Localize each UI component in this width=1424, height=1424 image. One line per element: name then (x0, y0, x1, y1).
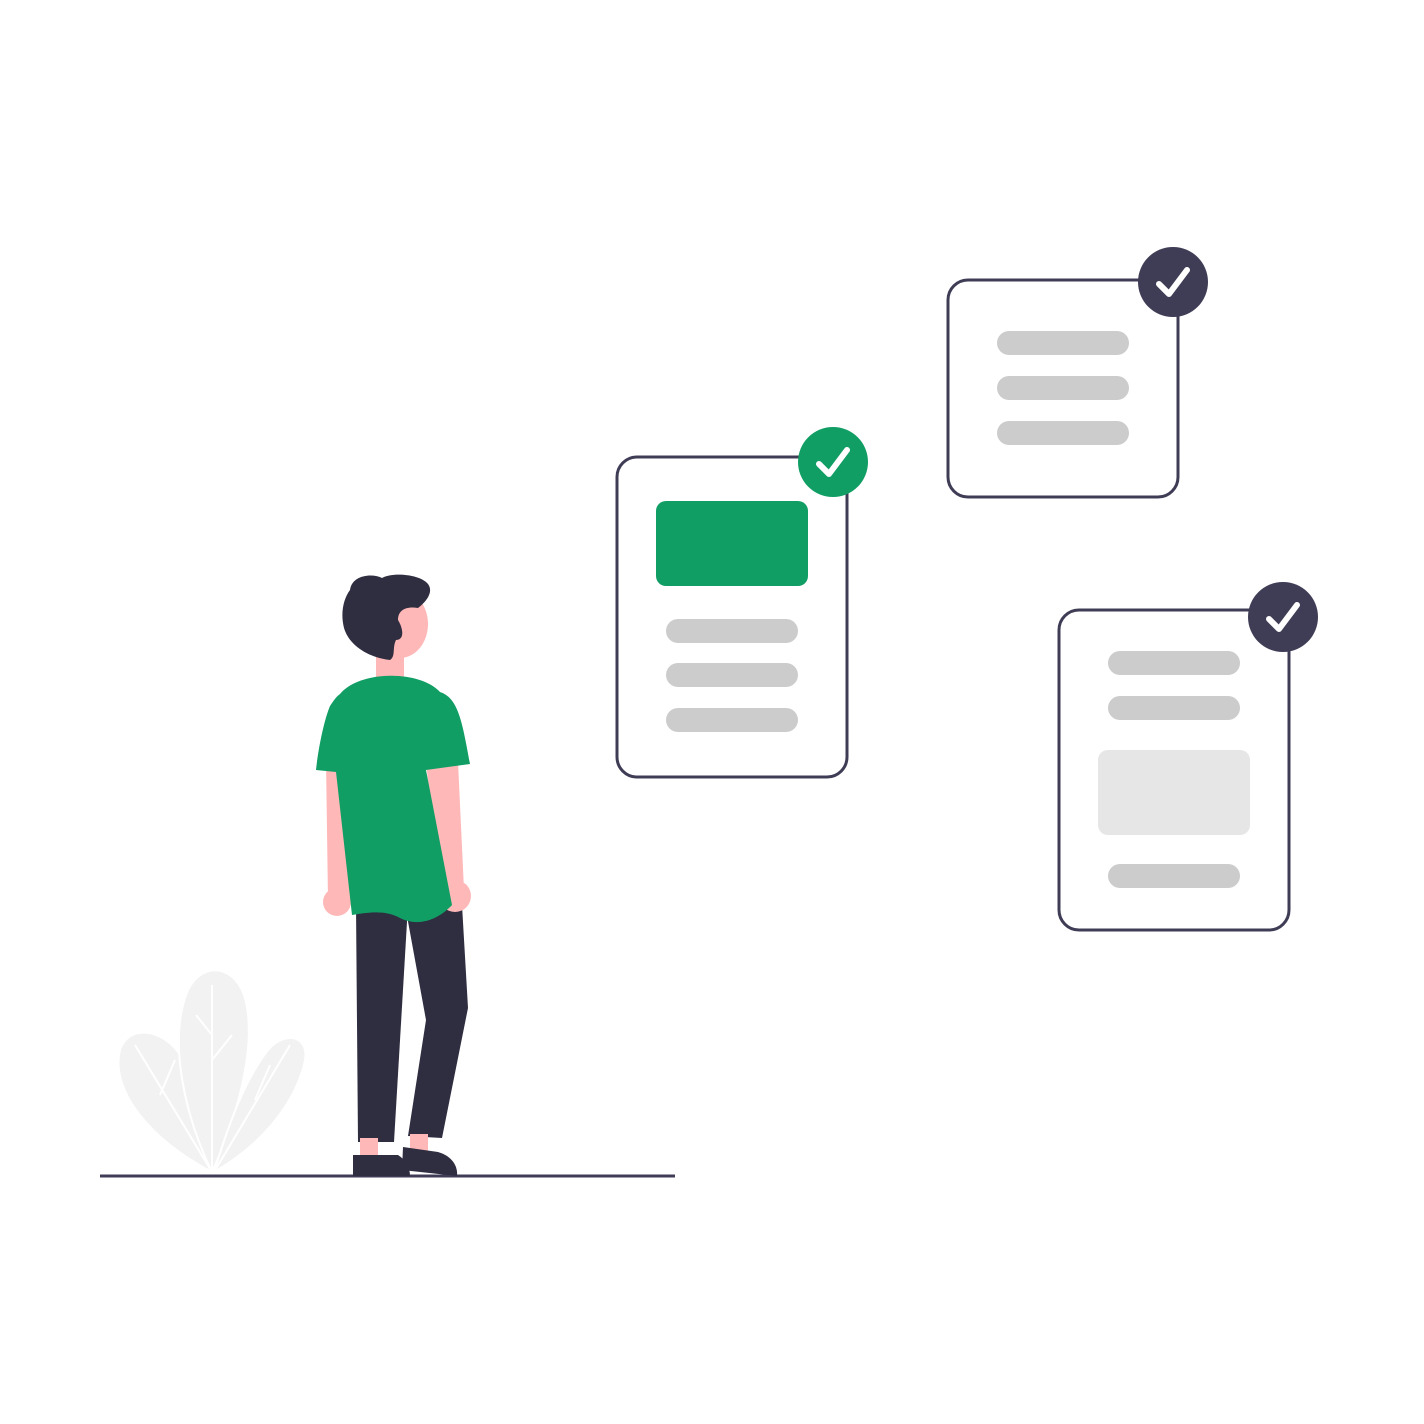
plant-leaf-right (212, 1037, 307, 1175)
check-badge (1248, 582, 1318, 652)
person-figure (316, 574, 471, 1176)
person-leg-right (405, 905, 468, 1138)
check-badge-circle (1248, 582, 1318, 652)
card-text-line (1108, 696, 1240, 720)
card-text-line (997, 331, 1129, 355)
card-image-block (1098, 750, 1250, 835)
person-leg-left (356, 905, 408, 1142)
card-text-line (666, 708, 798, 732)
check-badge-circle (798, 427, 868, 497)
person-hand-left (323, 888, 351, 916)
check-icon (1266, 602, 1300, 632)
card-top-right (946, 247, 1208, 499)
person-ankle-right (410, 1134, 428, 1152)
card-bottom-right (1057, 582, 1318, 932)
person-arm-right (426, 762, 464, 892)
person-shoe-left (353, 1155, 410, 1176)
plant-icon (117, 969, 307, 1175)
person-shoe-right (402, 1147, 458, 1176)
plant-veins (134, 985, 291, 1173)
card-text-line (997, 376, 1129, 400)
person-hair (342, 574, 431, 660)
check-icon (816, 447, 850, 477)
check-badge (798, 427, 868, 497)
check-badge (1138, 247, 1208, 317)
card-text-line (997, 421, 1129, 445)
person-shirt (316, 675, 470, 923)
check-icon (1156, 267, 1190, 297)
card-text-line (666, 663, 798, 687)
person-ankle-left (360, 1138, 378, 1156)
check-badge-circle (1138, 247, 1208, 317)
card-image-block (656, 501, 808, 586)
card-left (615, 427, 868, 779)
card-text-line (666, 619, 798, 643)
card-text-line (1108, 651, 1240, 675)
card-text-line (1108, 864, 1240, 888)
